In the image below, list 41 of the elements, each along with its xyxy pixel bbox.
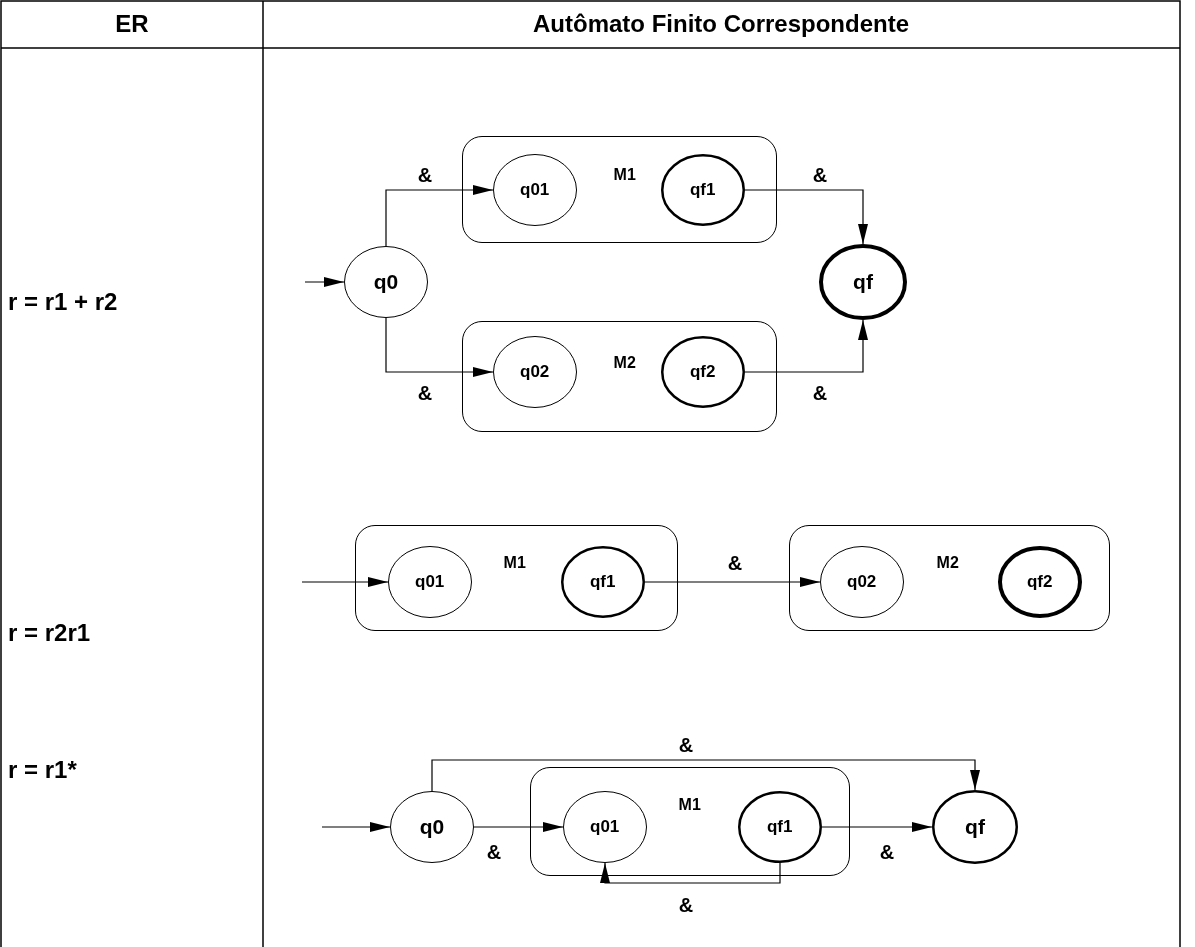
machine-box	[462, 321, 777, 432]
arrow	[744, 189, 868, 245]
machine-label: M1	[678, 795, 701, 814]
arrow	[744, 319, 868, 373]
arrow	[644, 577, 821, 587]
state-ellipse: qf2	[997, 545, 1082, 618]
state-ellipse: qf1	[737, 790, 822, 863]
state-ellipse: qf2	[660, 335, 745, 408]
machine-box	[789, 525, 1110, 631]
state-ellipse: qf	[819, 244, 907, 320]
column-header: ER	[115, 10, 149, 38]
state-ellipse: q01	[562, 790, 647, 863]
arrow	[385, 185, 494, 247]
machine-label: M2	[613, 353, 636, 372]
machine-label: M1	[613, 165, 636, 184]
expression-label: r = r1*	[8, 756, 77, 784]
arrow	[385, 317, 494, 377]
state-ellipse: q02	[492, 335, 577, 408]
arrow	[473, 822, 564, 832]
state-ellipse: qf1	[660, 153, 745, 226]
arrow	[431, 759, 980, 792]
state-ellipse: q01	[387, 545, 472, 618]
arrow	[304, 277, 345, 287]
column-header: Autômato Finito Correspondente	[533, 10, 909, 38]
state-ellipse: q0	[390, 791, 474, 863]
state-ellipse: q01	[492, 153, 577, 226]
machine-label: M1	[503, 553, 526, 572]
machine-box	[462, 136, 777, 243]
arrow	[600, 862, 781, 884]
state-ellipse: qf1	[560, 545, 645, 618]
state-ellipse: qf	[932, 790, 1018, 864]
machine-box	[355, 525, 678, 631]
arrow	[321, 822, 391, 832]
state-ellipse: q02	[819, 545, 904, 618]
machine-label: M2	[936, 553, 959, 572]
state-ellipse: q0	[344, 246, 428, 318]
expression-label: r = r1 + r2	[8, 288, 118, 316]
expression-label: r = r2r1	[8, 619, 91, 647]
machine-box	[530, 767, 850, 876]
arrow	[301, 577, 389, 587]
arrow	[821, 822, 933, 832]
